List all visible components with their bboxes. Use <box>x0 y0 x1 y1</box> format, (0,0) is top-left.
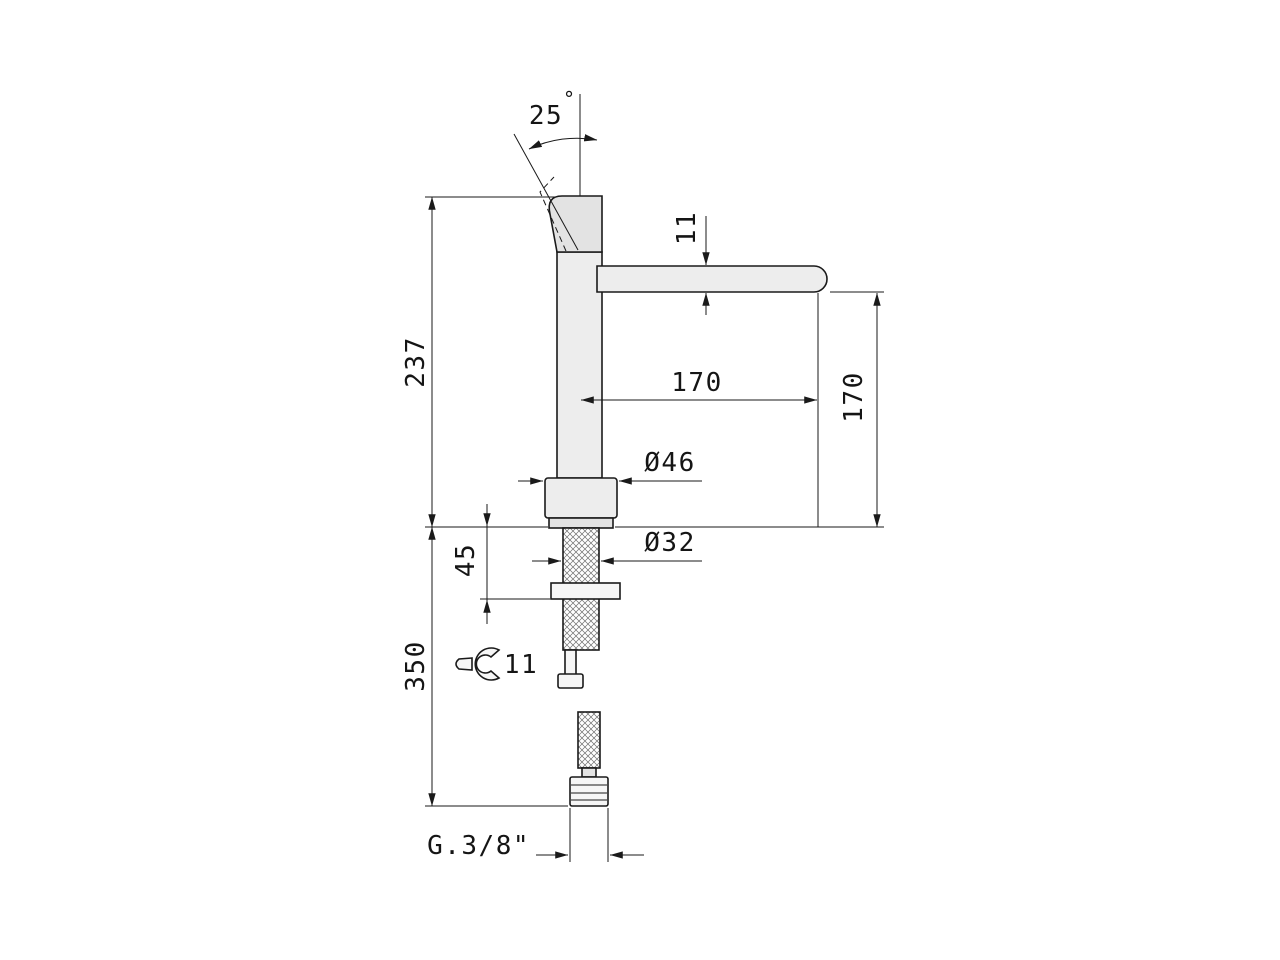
hose-fitting <box>569 776 609 807</box>
dim-spout-height-170: 170 <box>839 292 881 528</box>
hose-neck <box>581 767 597 778</box>
dim-angle-degree-sign: ° <box>563 87 575 111</box>
dim-body-height-label: 237 <box>401 336 431 387</box>
dim-body-height-237: 237 <box>401 196 436 528</box>
angle-construction-line <box>513 133 579 251</box>
wrench-icon-handle <box>455 657 473 671</box>
dim-thread-g38: G.3/8" <box>427 831 644 861</box>
fixing-stud <box>564 649 577 677</box>
dim-overall-height-label: 350 <box>401 640 431 691</box>
faucet-handle <box>548 195 603 253</box>
wrench-icon <box>474 647 501 681</box>
dim-overall-height-350: 350 <box>401 526 436 807</box>
dim-spout-thickness-label: 11 <box>672 211 702 245</box>
dim-deck-thickness-45: 45 <box>451 504 491 624</box>
dim-spout-height-label: 170 <box>839 371 869 422</box>
dim-shank-diameter-label: Ø32 <box>644 528 695 558</box>
supply-hose <box>577 711 601 769</box>
base-collar <box>548 517 614 529</box>
faucet-spout <box>596 265 828 293</box>
dim-base-diameter-46: Ø46 <box>518 448 702 485</box>
extension-lines <box>425 94 884 862</box>
dim-spout-reach-170: 170 <box>580 368 818 404</box>
dim-spout-thickness-11: 11 <box>672 211 710 315</box>
dim-spout-reach-label: 170 <box>671 368 722 398</box>
dim-deck-thickness-label: 45 <box>451 543 481 577</box>
base-flange <box>544 477 618 519</box>
dim-thread-label: G.3/8" <box>427 831 530 861</box>
wrench-size-label: 11 <box>504 650 538 680</box>
stud-nut <box>557 673 584 689</box>
faucet-body <box>556 251 603 479</box>
dim-angle-label: 25 <box>529 101 563 131</box>
dim-shank-diameter-32: Ø32 <box>532 528 702 565</box>
dim-base-diameter-label: Ø46 <box>644 448 695 478</box>
faucet-outline <box>513 133 828 807</box>
handle-tilted-phantom <box>539 176 567 252</box>
dim-angle-25: 25 ° <box>528 87 598 150</box>
wrench-size-annotation: 11 <box>455 647 538 681</box>
mounting-washer <box>550 582 621 600</box>
